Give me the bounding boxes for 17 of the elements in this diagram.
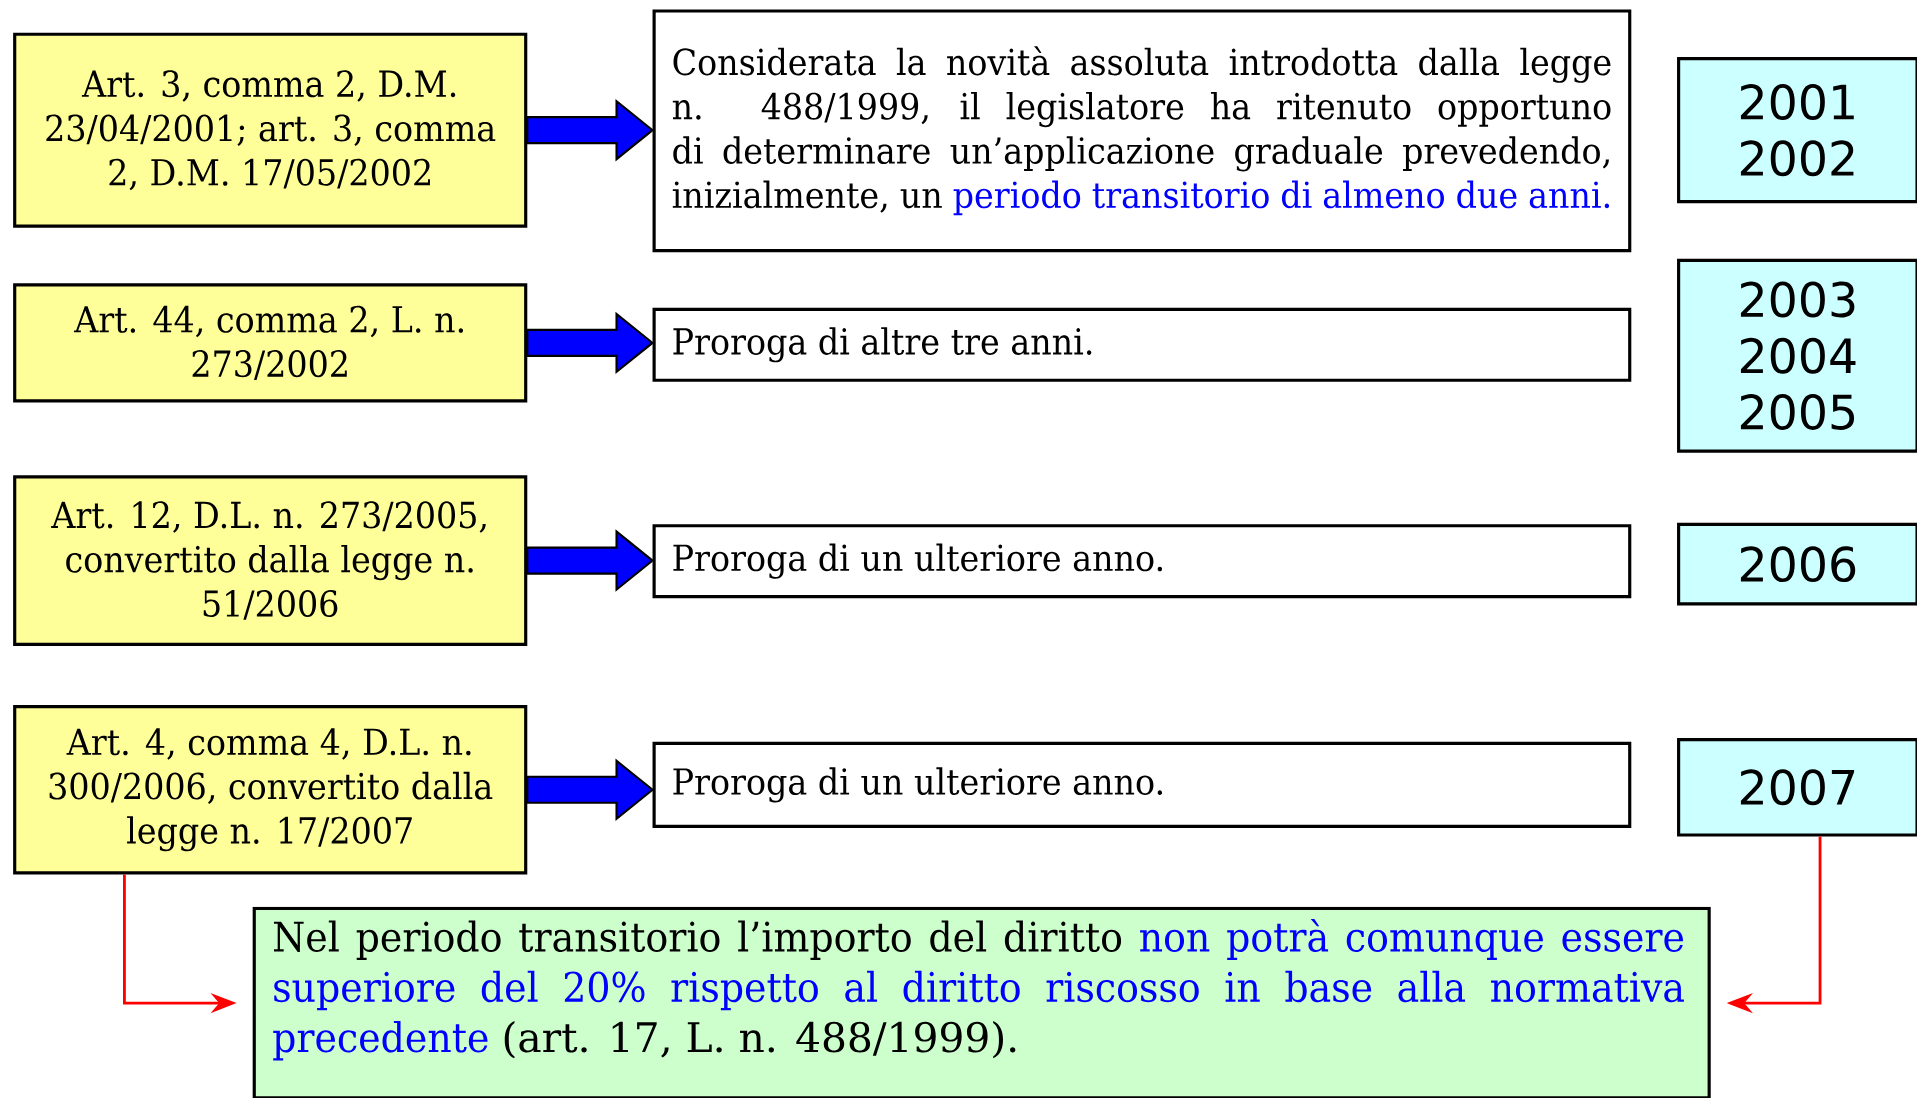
year-box: 2001 2002 xyxy=(1677,57,1917,204)
description-box: Proroga di un ulteriore anno. xyxy=(652,524,1632,599)
year-box: 2003 2004 2005 xyxy=(1677,258,1917,453)
description-box: Considerata la novità assoluta introdotta dalla legge n. 488/1999, il legislatore ha ritenuto opportuno di determinare un’applicazione graduale prevedendo, inizialmente, un periodo transitorio di almeno due anni. xyxy=(652,9,1632,253)
legal-reference-box: Art. 4, comma 4, D.L. n. 300/2006, convertito dalla legge n. 17/2007 xyxy=(13,705,528,875)
description-box: Proroga di altre tre anni. xyxy=(652,307,1632,382)
note-box: Nel periodo transitorio l’importo del diritto non potrà comunque essere superiore del 20% rispetto al diritto riscosso in base alla normativa precedente (art. 17, L. n. 488/1999). xyxy=(252,906,1711,1098)
year-box: 2006 xyxy=(1677,522,1917,606)
description-box: Proroga di un ulteriore anno. xyxy=(652,741,1632,829)
block-arrow xyxy=(526,98,655,162)
legal-reference-box: Art. 12, D.L. n. 273/2005, convertito dalla legge n. 51/2006 xyxy=(13,475,528,646)
block-arrow xyxy=(526,529,655,592)
legal-reference-box: Art. 3, comma 2, D.M. 23/04/2001; art. 3, comma 2, D.M. 17/05/2002 xyxy=(13,32,528,228)
year-box: 2007 xyxy=(1677,738,1917,837)
block-arrow xyxy=(526,758,655,821)
legal-reference-box: Art. 44, comma 2, L. n. 273/2002 xyxy=(13,283,528,403)
block-arrow xyxy=(526,311,655,375)
